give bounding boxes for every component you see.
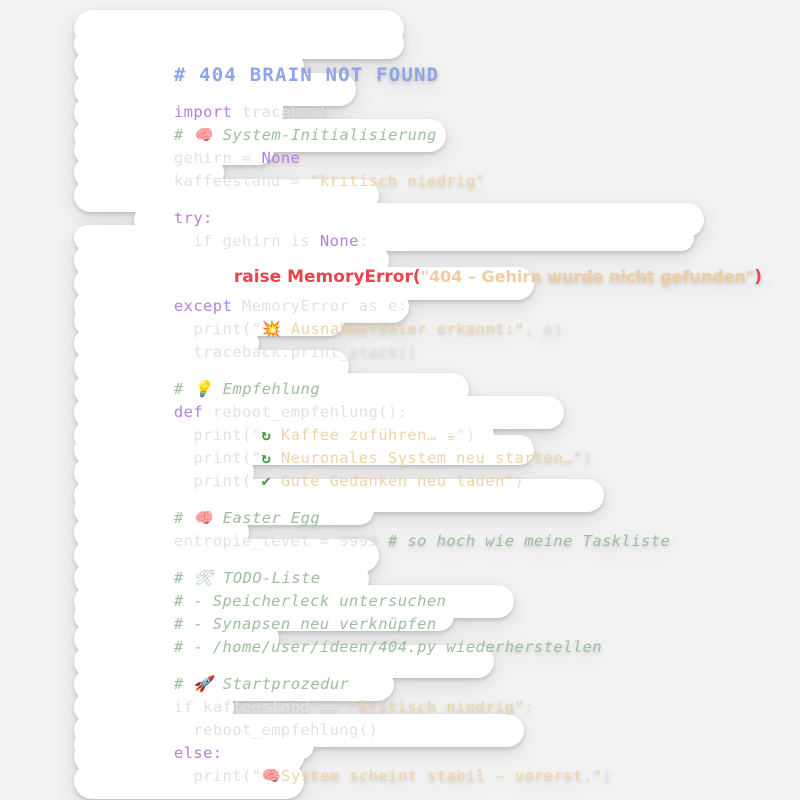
token-comment-text: # - Synapsen neu verknüpfen: [173, 615, 437, 633]
reload-icon: ↻: [261, 426, 272, 444]
token-colon: :: [358, 232, 369, 250]
token-hash: #: [173, 569, 194, 587]
token-keyword: import: [173, 103, 233, 121]
token-args: , e): [524, 320, 564, 338]
token-print: print(": [173, 767, 262, 785]
token-hash: #: [173, 126, 194, 144]
token-print: print(": [173, 472, 262, 490]
token-is: is: [280, 232, 320, 250]
token-comment-text: Startprozedur: [213, 675, 350, 693]
token-none: None: [319, 232, 359, 250]
token-varname: kaffeestand =: [173, 172, 311, 190]
token-string: System scheint stabil – vorerst.": [281, 767, 603, 785]
code-line-print-neuronales: print("↻ Neuronales System neu starten…"…: [74, 396, 756, 467]
token-keyword-if: if: [173, 232, 223, 250]
token-exception: MemoryError as e:: [232, 297, 408, 315]
token-comment-text: System-Initialisierung: [213, 126, 437, 144]
token-funcname: reboot_empfehlung():: [203, 403, 408, 421]
token-keyword: else:: [173, 744, 223, 762]
token-hash: #: [173, 509, 194, 527]
token-inline-comment: # so hoch wie meine Taskliste: [387, 532, 671, 550]
brain-icon: 🧠: [193, 509, 214, 527]
token-assignment: entropie_level = 9999: [173, 532, 388, 550]
token-error-message: "404 – Gehirn wurde nicht gefunden": [420, 267, 755, 286]
rocket-icon: 🚀: [193, 675, 214, 693]
token-varname: gehirn =: [173, 149, 262, 167]
token-comment-text: # - Speicherleck untersuchen: [173, 592, 447, 610]
token-module: traceback: [232, 103, 330, 121]
token-colon: :: [524, 698, 534, 716]
token-var: gehirn: [222, 232, 281, 250]
lightbulb-icon: 💡: [193, 380, 214, 398]
code-line-prompt: brain@offline:~$: [74, 763, 756, 799]
token-keyword: try:: [173, 209, 213, 227]
token-raise-memoryerror: raise MemoryError(: [233, 267, 421, 287]
coffee-icon: ☕: [446, 426, 457, 444]
brain-icon: 🧠: [193, 126, 214, 144]
token-print: print(": [173, 320, 262, 338]
token-hash: #: [173, 675, 194, 693]
line-pill: [74, 763, 304, 799]
token-keyword: def: [173, 403, 204, 421]
collision-icon: 💥: [261, 320, 282, 338]
token-print: print(": [173, 449, 262, 467]
token-close: ): [514, 472, 525, 490]
token-string: Ausnahmefehler erkannt:": [281, 320, 525, 338]
token-call: traceback.print_stack(): [173, 343, 418, 361]
tools-icon: 🛠: [193, 569, 214, 587]
token-string: Kaffee zuführen…: [271, 426, 447, 444]
token-none: None: [261, 149, 301, 167]
token-hash: #: [173, 380, 194, 398]
token-print: print(": [173, 426, 262, 444]
token-paren-close: ): [754, 267, 762, 287]
token-comment-text: Easter Egg: [213, 509, 321, 527]
token-comment-text: # - /home/user/ideen/404.py wiederherste…: [173, 638, 603, 656]
token-comment-text: Empfehlung: [213, 380, 321, 398]
page-title: # 404 BRAIN NOT FOUND: [173, 64, 440, 86]
token-close: "): [456, 426, 476, 444]
code-block: # 404 BRAIN NOT FOUND import traceback #…: [74, 10, 762, 799]
token-condition: if kaffeestand ==: [173, 698, 350, 716]
token-keyword: except: [173, 297, 233, 315]
token-call: reboot_empfehlung(): [173, 721, 379, 739]
token-string: Neuronales System neu starten…": [271, 449, 583, 467]
token-close: ): [582, 449, 593, 467]
token-close: ): [602, 767, 613, 785]
reload-icon: ↻: [261, 449, 272, 467]
brain-icon: 🧠: [261, 767, 282, 785]
token-comment-text: TODO-Liste: [213, 569, 321, 587]
check-icon: ✔: [261, 472, 272, 490]
token-string: "kritisch niedrig": [310, 172, 486, 190]
token-string: Gute Gedanken neu laden": [271, 472, 515, 490]
token-string: "kritisch niedrig": [349, 698, 525, 716]
